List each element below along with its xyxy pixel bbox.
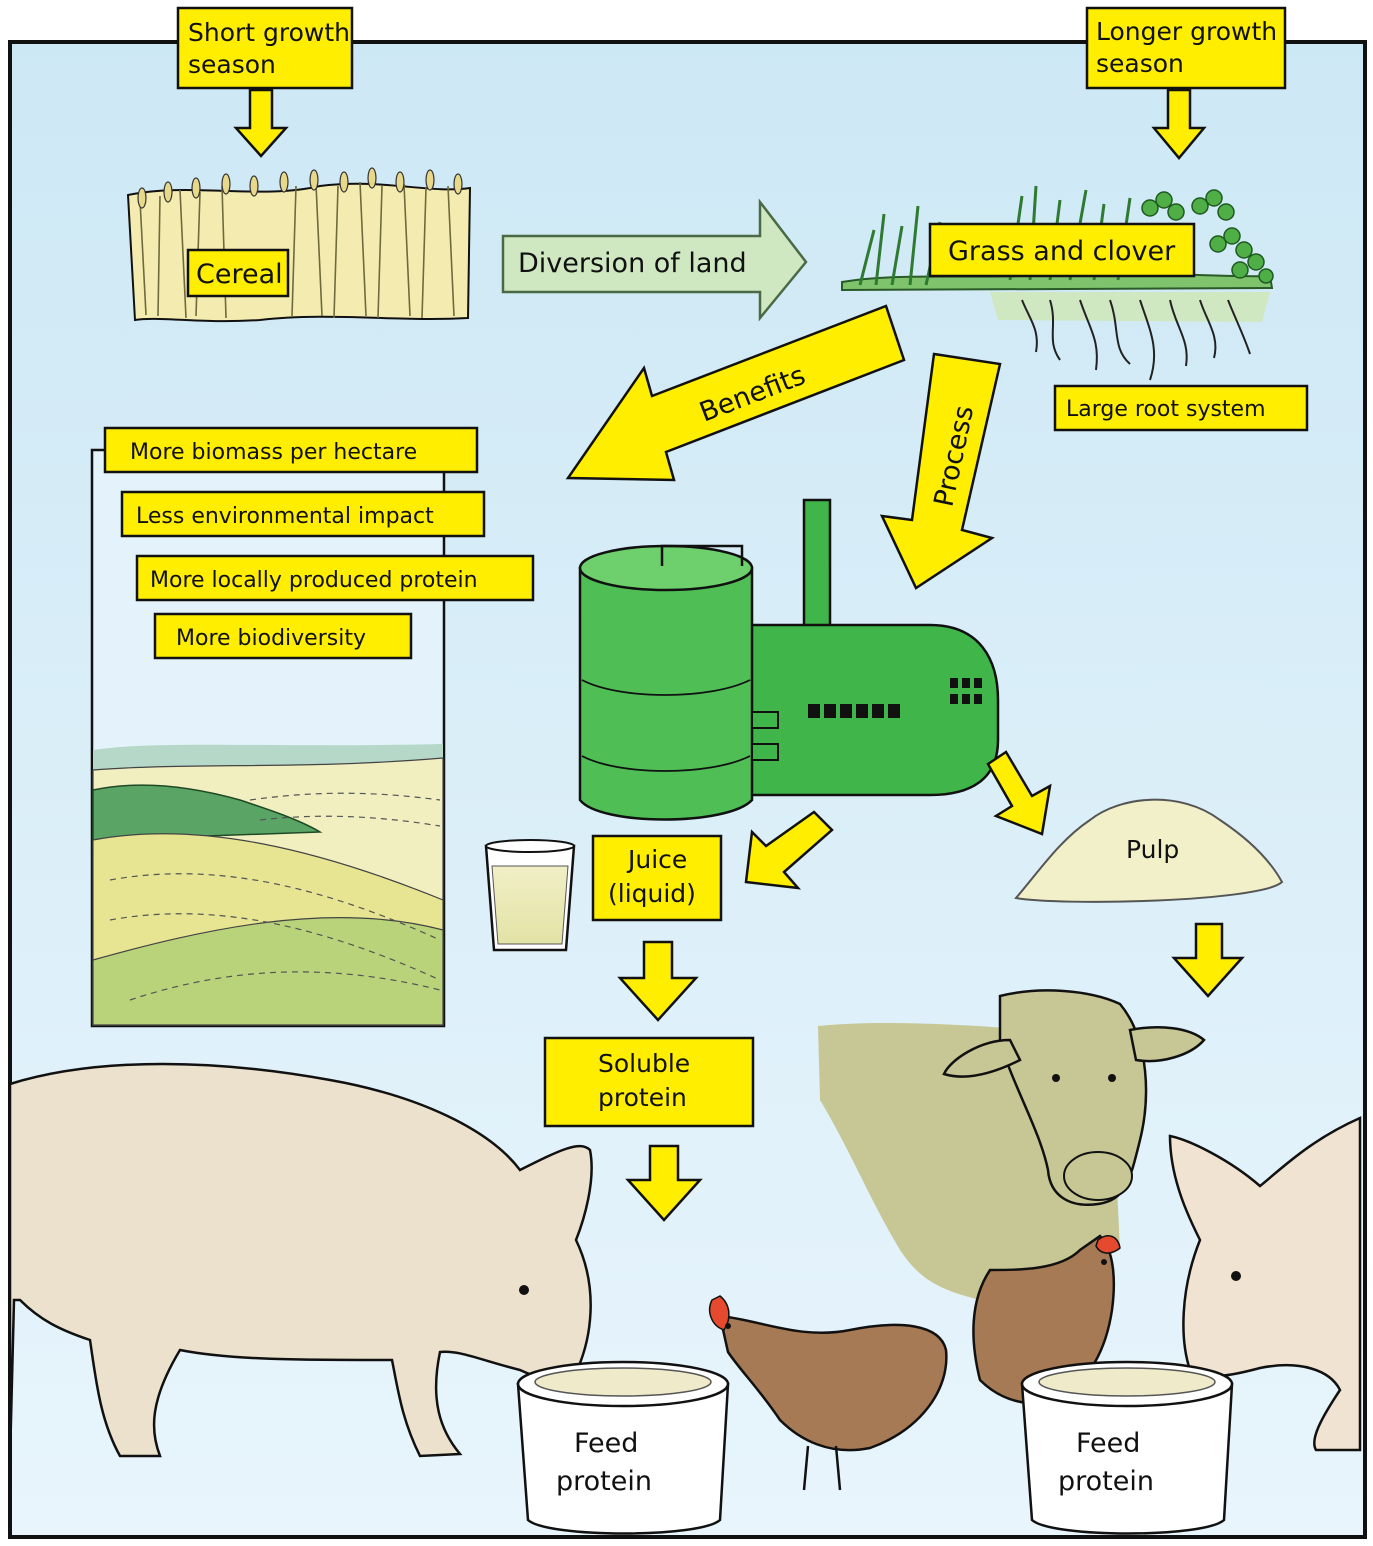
benefit-item-environment: Less environmental impact — [122, 492, 484, 536]
grass-clover-label: Grass and clover — [930, 224, 1194, 276]
benefit-text-biomass: More biomass per hectare — [130, 440, 417, 465]
soluble-protein-line1: Soluble — [598, 1049, 690, 1078]
diversion-text: Diversion of land — [518, 248, 747, 279]
feed-left-line2: protein — [556, 1466, 652, 1497]
short-season-label: Short growth season — [178, 8, 352, 88]
short-season-line2: season — [188, 50, 276, 79]
juice-text-line1: Juice — [626, 845, 687, 874]
benefit-text-biodiversity: More biodiversity — [176, 626, 366, 651]
benefit-text-local-protein: More locally produced protein — [150, 568, 478, 593]
feed-bucket-left: Feed protein — [518, 1362, 728, 1534]
root-system-text: Large root system — [1066, 397, 1266, 422]
grass-clover-text: Grass and clover — [948, 236, 1176, 267]
soluble-protein-line2: protein — [598, 1083, 687, 1112]
machine-chimney — [804, 500, 830, 630]
juice-text-line2: (liquid) — [608, 879, 696, 908]
feed-right-line2: protein — [1058, 1466, 1154, 1497]
root-system-label: Large root system — [1055, 386, 1307, 430]
feed-bucket-right: Feed protein — [1022, 1362, 1232, 1534]
cereal-label: Cereal — [188, 250, 288, 296]
juice-label: Juice (liquid) — [593, 836, 721, 920]
long-season-label: Longer growth season — [1087, 8, 1285, 88]
benefit-text-environment: Less environmental impact — [136, 504, 434, 529]
machine-tank — [580, 568, 752, 820]
feed-left-line1: Feed — [574, 1428, 638, 1459]
soluble-protein-label: Soluble protein — [545, 1038, 753, 1126]
short-season-line1: Short growth — [188, 18, 350, 47]
pulp-text: Pulp — [1126, 835, 1179, 864]
machine-body — [740, 625, 998, 795]
benefit-item-local-protein: More locally produced protein — [137, 556, 533, 600]
cereal-text: Cereal — [196, 259, 283, 290]
long-season-line2: season — [1096, 49, 1184, 78]
feed-right-line1: Feed — [1076, 1428, 1140, 1459]
benefit-item-biomass: More biomass per hectare — [105, 428, 477, 472]
cereal-illustration — [128, 168, 470, 321]
benefit-item-biodiversity: More biodiversity — [155, 614, 411, 658]
long-season-line1: Longer growth — [1096, 17, 1277, 46]
juice-glass — [486, 840, 574, 950]
